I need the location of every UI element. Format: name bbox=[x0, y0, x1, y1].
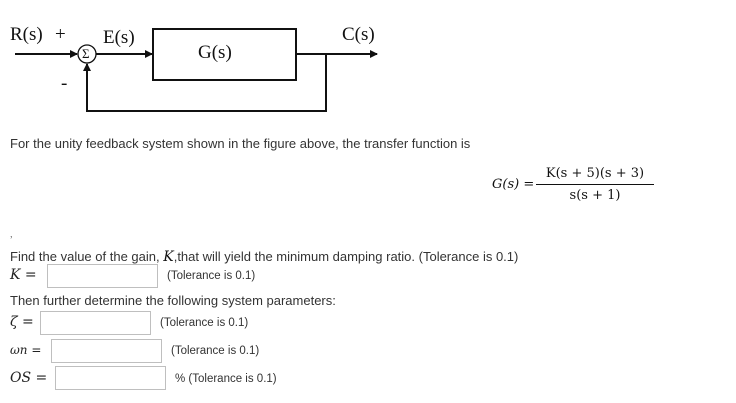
transfer-function-numerator: K(s + 5)(s + 3) bbox=[545, 166, 645, 181]
question-text: Find the value of the gain, K,that will … bbox=[10, 249, 518, 265]
os-tolerance: % (Tolerance is 0.1) bbox=[175, 373, 277, 385]
feedback-arrowhead bbox=[83, 63, 91, 71]
question-rest: ,that will yield the minimum damping rat… bbox=[173, 249, 519, 264]
error-label: E(s) bbox=[103, 27, 135, 48]
followup-text: Then further determine the following sys… bbox=[10, 293, 336, 308]
question-variable: K bbox=[163, 249, 174, 265]
output-label: C(s) bbox=[342, 24, 375, 45]
sum-symbol: Σ bbox=[82, 46, 90, 61]
transfer-function-denominator: s(s + 1) bbox=[569, 188, 621, 203]
fraction-bar bbox=[536, 184, 654, 185]
k-input[interactable] bbox=[47, 264, 158, 288]
transfer-function-fraction: K(s + 5)(s + 3) s(s + 1) bbox=[536, 166, 654, 203]
question-lead: Find the value of the gain, bbox=[10, 249, 160, 264]
plus-sign: + bbox=[55, 24, 66, 45]
plant-block bbox=[152, 28, 297, 81]
input-label: R(s) bbox=[10, 24, 43, 45]
k-tolerance: (Tolerance is 0.1) bbox=[167, 270, 256, 282]
os-label: OS = bbox=[10, 370, 48, 386]
zeta-input[interactable] bbox=[40, 311, 151, 335]
os-input[interactable] bbox=[55, 366, 166, 390]
zeta-label: ζ = bbox=[10, 314, 34, 330]
block-diagram: R(s) + Σ E(s) G(s) C(s) - bbox=[10, 24, 378, 112]
stray-mark: , bbox=[10, 228, 13, 240]
wn-tolerance: (Tolerance is 0.1) bbox=[171, 345, 260, 357]
zeta-tolerance: (Tolerance is 0.1) bbox=[160, 317, 249, 329]
intro-text: For the unity feedback system shown in t… bbox=[10, 136, 471, 151]
minus-sign: - bbox=[61, 73, 67, 94]
block-label: G(s) bbox=[198, 42, 232, 63]
wn-input[interactable] bbox=[51, 339, 162, 363]
k-label: K = bbox=[10, 267, 37, 283]
feedback-path bbox=[86, 54, 327, 112]
wn-label: ωn = bbox=[10, 343, 42, 357]
transfer-function-lhs: G(s) = bbox=[492, 177, 535, 192]
